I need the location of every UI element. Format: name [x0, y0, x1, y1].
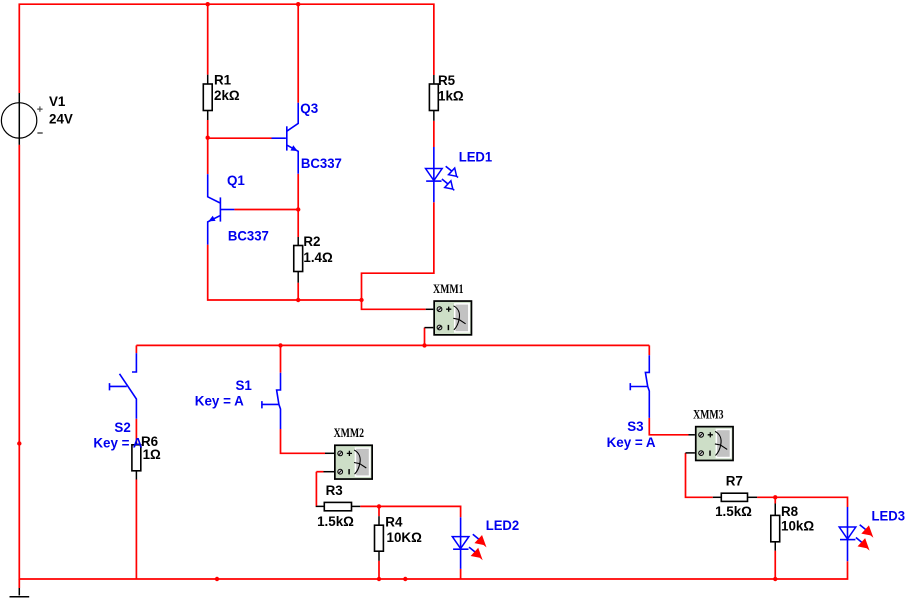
svg-text:1.5kΩ: 1.5kΩ — [715, 504, 752, 519]
svg-text:R1: R1 — [214, 73, 232, 88]
svg-text:LED1: LED1 — [459, 150, 493, 165]
svg-text:Q1: Q1 — [227, 173, 245, 188]
svg-text:V1: V1 — [49, 94, 66, 109]
svg-text:BC337: BC337 — [301, 156, 342, 171]
svg-text:Key = A: Key = A — [93, 436, 142, 451]
svg-text:R2: R2 — [303, 234, 320, 249]
svg-text:R3: R3 — [326, 483, 343, 498]
svg-text:1kΩ: 1kΩ — [438, 89, 464, 104]
svg-text:S2: S2 — [114, 420, 130, 435]
svg-text:S1: S1 — [236, 378, 253, 393]
svg-text:XMM2: XMM2 — [334, 426, 365, 440]
svg-text:24V: 24V — [49, 112, 73, 127]
svg-text:R5: R5 — [438, 73, 456, 88]
svg-text:2kΩ: 2kΩ — [214, 88, 240, 103]
svg-text:1Ω: 1Ω — [143, 447, 161, 462]
svg-text:BC337: BC337 — [228, 228, 269, 243]
svg-text:10KΩ: 10KΩ — [387, 530, 423, 545]
svg-text:1.5kΩ: 1.5kΩ — [317, 514, 354, 529]
svg-text:Q3: Q3 — [300, 101, 318, 116]
svg-text:Key = A: Key = A — [195, 393, 244, 408]
svg-text:1.4Ω: 1.4Ω — [303, 250, 333, 265]
svg-text:LED3: LED3 — [872, 509, 906, 524]
svg-text:10kΩ: 10kΩ — [781, 519, 814, 534]
svg-text:XMM3: XMM3 — [693, 408, 724, 422]
svg-text:S3: S3 — [627, 419, 643, 434]
svg-text:LED2: LED2 — [486, 518, 520, 533]
svg-text:Key = A: Key = A — [607, 435, 656, 450]
svg-text:R4: R4 — [385, 514, 403, 529]
svg-text:R8: R8 — [781, 504, 799, 519]
svg-text:XMM1: XMM1 — [433, 282, 464, 296]
svg-text:R7: R7 — [726, 474, 743, 489]
svg-text:R6: R6 — [141, 434, 158, 449]
